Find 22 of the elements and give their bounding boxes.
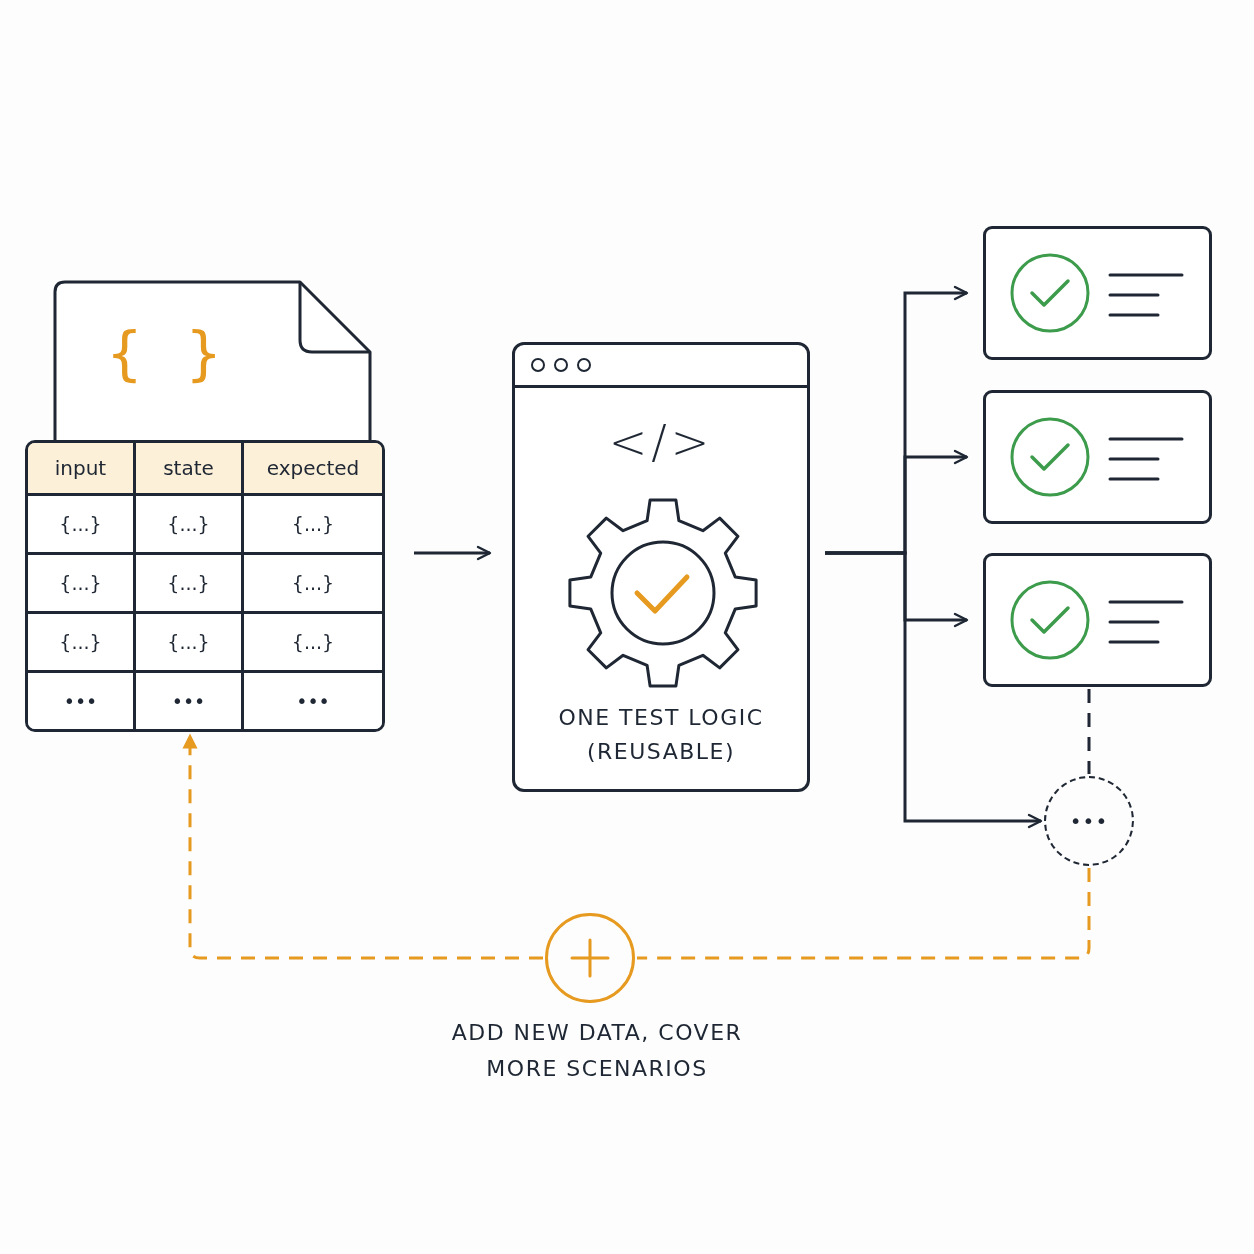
table-cell: {...} (136, 496, 244, 555)
table-cell: {...} (28, 614, 136, 673)
dashed-arrow (182, 733, 543, 960)
braces-symbol: { } (104, 325, 236, 383)
browser-window (512, 342, 810, 792)
code-symbol: </> (607, 415, 715, 469)
result-card (983, 553, 1212, 687)
table-cell: ••• (28, 673, 136, 729)
table-cell: {...} (28, 496, 136, 555)
window-caption: ONE TEST LOGIC (REUSABLE) (557, 704, 765, 766)
column-header: state (136, 443, 244, 496)
add-data-caption: ADD NEW DATA, COVER MORE SCENARIOS (450, 1019, 744, 1083)
arrow (414, 545, 492, 561)
column-header: expected (244, 443, 382, 496)
more-results-circle: ••• (1044, 776, 1134, 866)
table-cell: {...} (136, 555, 244, 614)
column-header: input (28, 443, 136, 496)
result-card (983, 226, 1212, 360)
table-cell: {...} (136, 614, 244, 673)
table-cell: {...} (28, 555, 136, 614)
result-card (983, 390, 1212, 524)
arrow (825, 551, 1043, 829)
